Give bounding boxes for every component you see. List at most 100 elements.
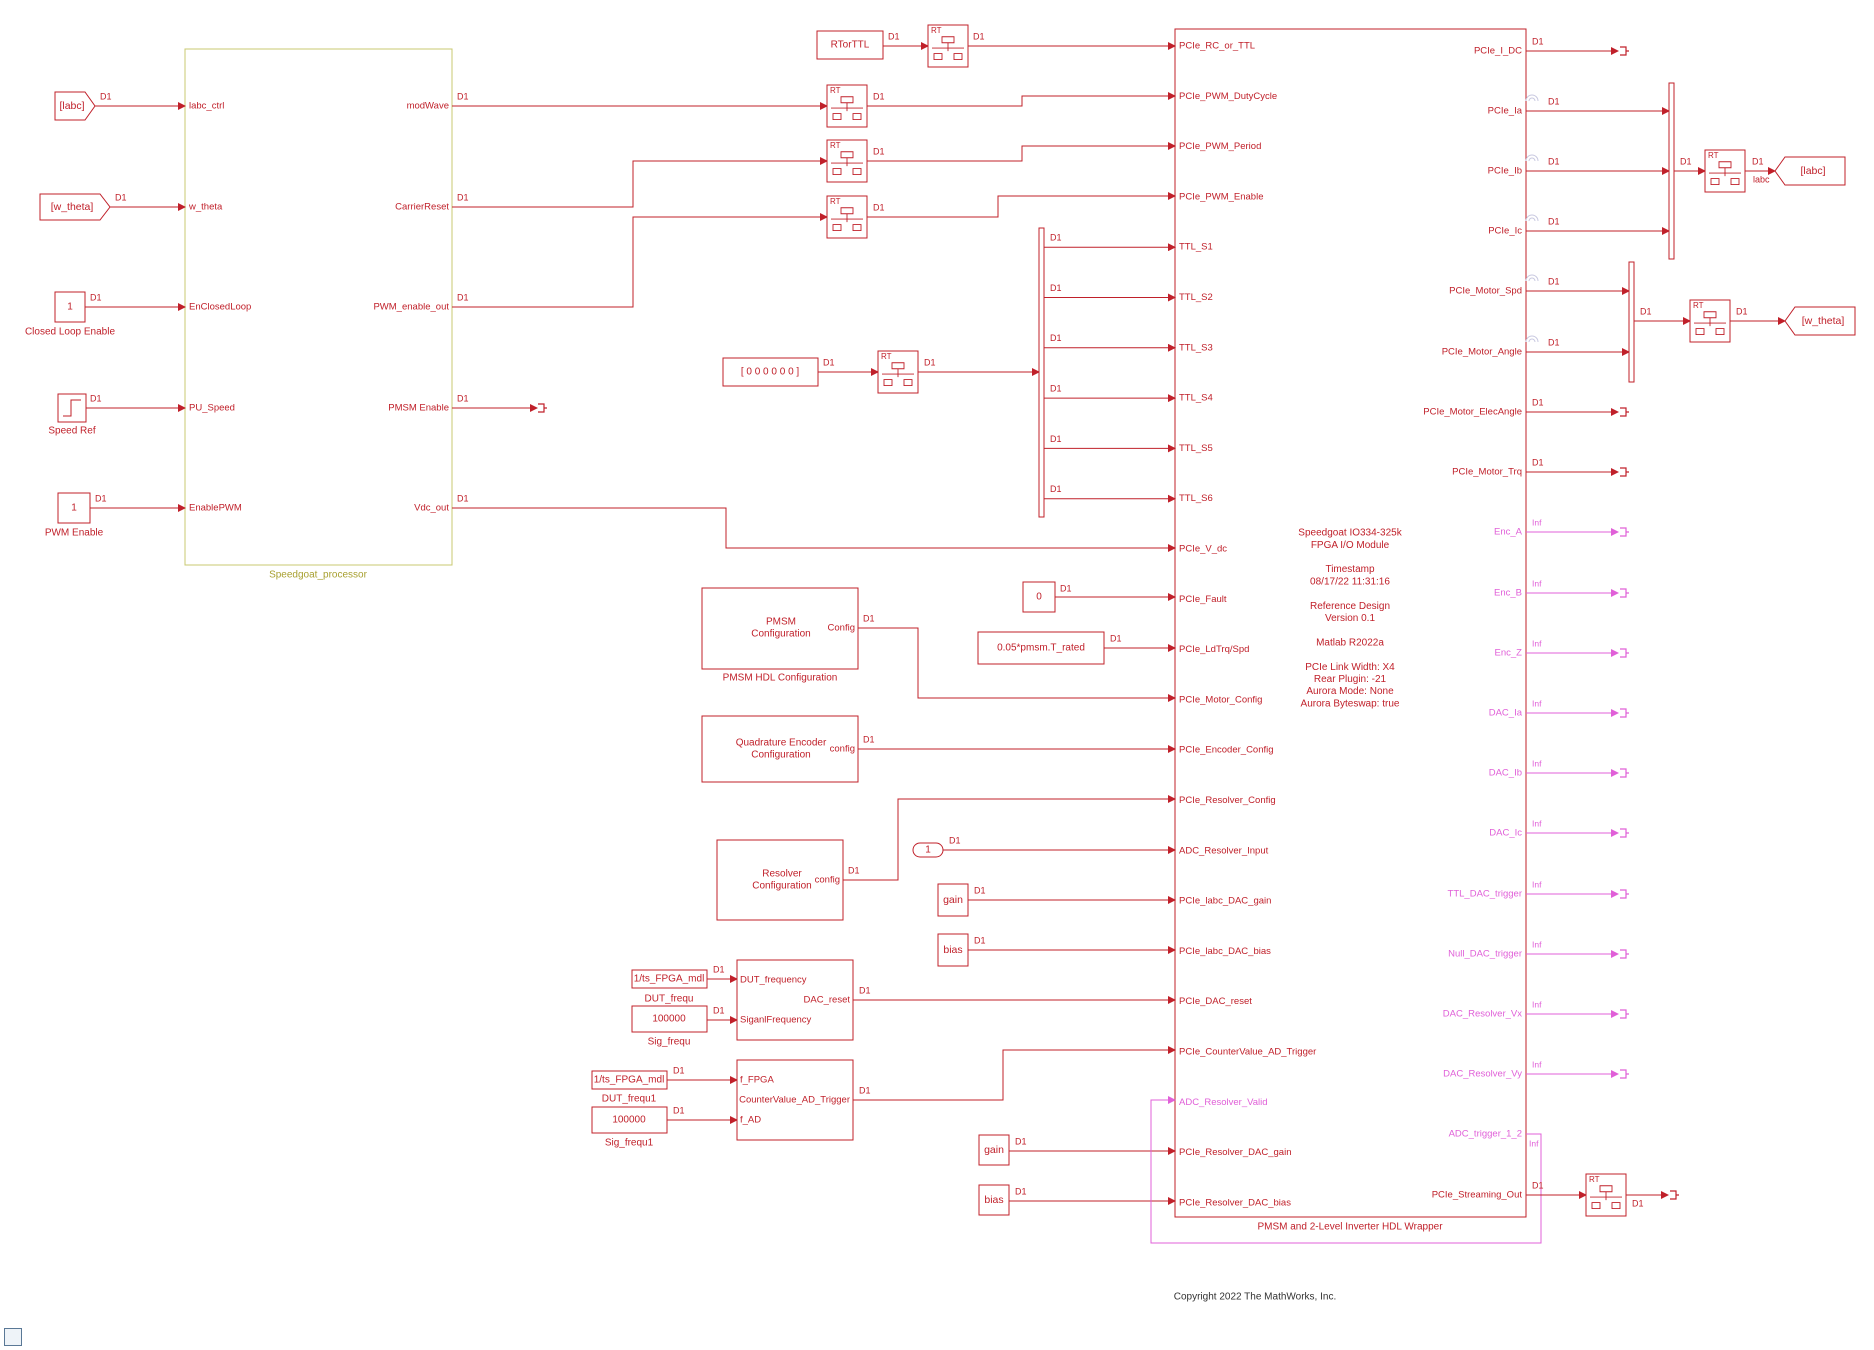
rt-block-8[interactable]: RT — [1585, 1173, 1627, 1217]
signal-log-icon — [1525, 94, 1539, 102]
d1-label: D1 — [1015, 1136, 1027, 1146]
resolver-input-const[interactable] — [912, 842, 944, 858]
terminator-icon — [1620, 949, 1629, 959]
d1-label: D1 — [1532, 36, 1544, 46]
hdl-wrapper-subsystem[interactable] — [1174, 28, 1527, 1218]
d1-label: D1 — [823, 357, 835, 367]
wrapper-info-line: Speedgoat IO334-325k — [1298, 528, 1402, 539]
resolver-config-port: config — [815, 875, 840, 886]
labc-gain-const[interactable] — [937, 883, 969, 917]
d1-label: D1 — [1015, 1186, 1027, 1196]
inf-label: Inf — [1532, 879, 1542, 889]
d1-label: D1 — [95, 493, 107, 503]
wrapper-in-port: PCIe_labc_DAC_bias — [1179, 946, 1271, 957]
resolver-config-block[interactable] — [716, 839, 844, 921]
pwm-enable-const[interactable] — [57, 492, 91, 524]
wrapper-out-port: DAC_Ia — [1489, 708, 1523, 719]
rt-icon — [1590, 1185, 1622, 1210]
rt-block-4[interactable]: RT — [826, 195, 868, 239]
wrapper-info-line: PCIe Link Width: X4 — [1305, 662, 1395, 673]
speed-ref-step[interactable] — [57, 393, 87, 423]
rt-block-3[interactable]: RT — [826, 139, 868, 183]
d1-label: D1 — [1548, 156, 1560, 166]
speed-mux[interactable] — [1628, 261, 1635, 383]
ttl-demux[interactable] — [1038, 227, 1045, 518]
wrapper-name: PMSM and 2-Level Inverter HDL Wrapper — [1257, 1222, 1443, 1233]
d1-label: D1 — [457, 292, 469, 302]
dac-reset-block[interactable] — [736, 959, 854, 1041]
wrapper-out-port: Enc_Z — [1495, 648, 1523, 659]
ldtrq-value: 0.05*pmsm.T_rated — [997, 643, 1085, 654]
rtorttl-block[interactable] — [816, 30, 884, 60]
sig-freq1-const[interactable] — [591, 1106, 668, 1134]
d1-label: D1 — [873, 202, 885, 212]
rt-label: RT — [1589, 1175, 1600, 1184]
d1-label: D1 — [974, 935, 986, 945]
ad-trigger-block[interactable] — [736, 1059, 854, 1141]
pwm-enable-label: PWM Enable — [45, 528, 104, 539]
pmsm-config-block[interactable] — [701, 587, 859, 670]
signal-log-icon — [1525, 335, 1539, 343]
d1-label: D1 — [1548, 337, 1560, 347]
wtheta-from-tag[interactable] — [39, 193, 111, 221]
resolver-bias-const[interactable] — [978, 1184, 1010, 1216]
wrapper-in-port: PCIe_Resolver_DAC_bias — [1179, 1197, 1291, 1208]
rt-block-6[interactable]: RT — [1704, 149, 1746, 193]
terminator-icon — [1620, 1009, 1629, 1019]
labc-bias-const[interactable] — [937, 933, 969, 967]
copyright: Copyright 2022 The MathWorks, Inc. — [1174, 1292, 1337, 1303]
wtheta-goto-tag[interactable] — [1784, 306, 1856, 336]
labc-goto-tag[interactable] — [1774, 156, 1846, 186]
rt-block-7[interactable]: RT — [1689, 299, 1731, 343]
processor-out-port: Vdc_out — [414, 503, 449, 514]
vdc-signal — [452, 507, 1176, 552]
closed-loop-const[interactable] — [54, 291, 86, 323]
pwm-enable-value: 1 — [71, 503, 77, 514]
encoder-config-block[interactable] — [701, 715, 859, 783]
wrapper-info-line: Matlab R2022a — [1316, 637, 1384, 648]
wrapper-out-port: ADC_trigger_1_2 — [1449, 1129, 1522, 1140]
resolver-config-title: Resolver — [762, 869, 802, 880]
ad-in1-port: f_FPGA — [740, 1075, 774, 1086]
encoder-config-port: config — [830, 744, 855, 755]
wrapper-info-line: Timestamp — [1325, 564, 1375, 575]
rt-icon — [831, 151, 863, 176]
terminator-icon — [1620, 889, 1629, 899]
ttl-vector-label: [ 0 0 0 0 0 0 ] — [741, 367, 800, 378]
terminator-icon — [1620, 467, 1629, 477]
wrapper-in-port: PCIe_Resolver_DAC_gain — [1179, 1147, 1291, 1158]
wrapper-out-port: PCIe_Motor_Spd — [1449, 286, 1522, 297]
rt-block-2[interactable]: RT — [826, 84, 868, 128]
d1-label: D1 — [1050, 333, 1062, 343]
speedgoat-processor-subsystem[interactable] — [184, 48, 453, 566]
fit-view-icon[interactable] — [4, 1328, 22, 1346]
rt-block-1[interactable]: RT — [927, 24, 969, 68]
sig-freq-const[interactable] — [631, 1005, 708, 1033]
processor-out-port: PMSM Enable — [388, 403, 449, 414]
fault-const[interactable] — [1022, 581, 1056, 613]
wrapper-in-port: PCIe_V_dc — [1179, 544, 1227, 555]
rt-label: RT — [931, 26, 942, 35]
labc-from-tag[interactable] — [54, 91, 96, 121]
d1-label: D1 — [1640, 306, 1652, 316]
wrapper-in-port: PCIe_Encoder_Config — [1179, 745, 1274, 756]
rt-label: RT — [1693, 301, 1704, 310]
d1-label: D1 — [90, 292, 102, 302]
rt-block-5[interactable]: RT — [877, 350, 919, 394]
wrapper-in-port: ADC_Resolver_Valid — [1179, 1097, 1268, 1108]
labc-mux[interactable] — [1668, 82, 1675, 260]
dut-freq1-const[interactable] — [591, 1070, 668, 1090]
wrapper-in-port: TTL_S6 — [1179, 493, 1213, 504]
signal-log-icon — [1525, 154, 1539, 162]
resolver-gain-const[interactable] — [978, 1134, 1010, 1166]
wrapper-out-port: Enc_B — [1494, 588, 1522, 599]
rt-icon — [831, 96, 863, 121]
blocks-layer: RT RT RT RT RT RT RT RT — [39, 24, 1856, 1217]
dut-freq-const[interactable] — [631, 969, 708, 989]
ttl-vector-const[interactable] — [722, 357, 819, 387]
ldtrq-const[interactable] — [977, 631, 1105, 665]
processor-name: Speedgoat_processor — [269, 570, 368, 581]
rt-label: RT — [830, 86, 841, 95]
labc-goto-tag-label: [labc] — [1800, 165, 1825, 177]
d1-label: D1 — [1050, 283, 1062, 293]
